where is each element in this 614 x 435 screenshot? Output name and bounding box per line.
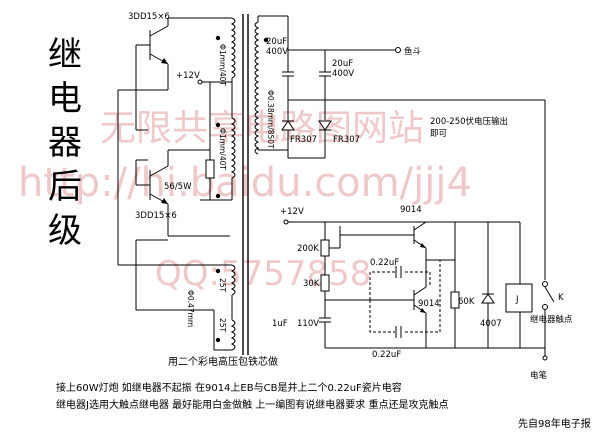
cap-1uf-label: 1uF bbox=[272, 319, 288, 329]
title-char-1: 继 bbox=[48, 35, 82, 75]
capacitor-right bbox=[319, 71, 331, 120]
title-char-2: 电 bbox=[48, 79, 82, 119]
capacitor-left bbox=[282, 71, 294, 120]
transformer-secondary bbox=[254, 21, 260, 155]
resistor-56 bbox=[205, 159, 215, 179]
fishbait-label: 鱼斗 bbox=[404, 46, 422, 57]
switch-k-label: K bbox=[558, 293, 564, 303]
note-line-1: 接上60W灯炮 如继电器不起振 在9014上EB与CB是并上二个0.22uF瓷片… bbox=[56, 381, 402, 394]
resistor-30k-label: 30K bbox=[303, 279, 320, 289]
transistor-bottom-label: 3DD15×6 bbox=[135, 211, 177, 221]
coil-feedback-bottom-label: 25T bbox=[218, 318, 227, 333]
source-note: 先自98年电子报 bbox=[518, 417, 591, 430]
switch-k bbox=[544, 286, 555, 303]
output-note-1: 200-250伏电压输出 bbox=[430, 116, 508, 127]
transistor-9014-top bbox=[413, 221, 427, 249]
diode-4007 bbox=[481, 293, 495, 304]
page-title: 继 电 器 后 级 bbox=[48, 35, 82, 251]
cap-left-value: 20uF bbox=[266, 37, 287, 47]
title-char-3: 器 bbox=[48, 123, 82, 163]
coil-feedback-top-label: 25T bbox=[218, 278, 227, 293]
voltage-110-label: 110V bbox=[297, 319, 319, 329]
resistor-200k-label: 200K bbox=[297, 244, 319, 254]
cap-022-top-label: 0.22uF bbox=[370, 258, 399, 268]
coil-secondary-label: Φ0.38mm/850T bbox=[266, 90, 275, 149]
q-bottom-label: 9014 bbox=[418, 299, 440, 309]
relay-contact-label: 继电器触点 bbox=[530, 314, 573, 325]
core-note: 用二个彩电高压包铁芯做 bbox=[168, 355, 278, 368]
output-note-2: 即可 bbox=[430, 129, 448, 139]
coil-feedback-mid-label: Φ0.47mm bbox=[186, 290, 195, 327]
fishbait-terminal bbox=[395, 47, 401, 53]
diode-right-label: FR307 bbox=[333, 135, 360, 145]
power-transistor-top bbox=[136, 25, 169, 65]
diode-right bbox=[318, 120, 332, 158]
resistor-200k bbox=[320, 239, 330, 257]
diode-4007-label: 4007 bbox=[480, 319, 502, 329]
plus12-osc-label: +12V bbox=[280, 207, 304, 217]
pen-label: 电笔 bbox=[530, 370, 548, 381]
watermark-qq: QQ:5757858 bbox=[155, 254, 371, 294]
capacitor-1uf bbox=[319, 317, 331, 323]
transformer-primary bbox=[230, 17, 236, 351]
plus12-top-label: +12V bbox=[176, 71, 200, 81]
note-line-2: 继电器J选用大触点继电器 最好能用白金做触 上一编图有说继电器要求 重点还是攻克… bbox=[56, 398, 449, 411]
title-char-5: 级 bbox=[48, 211, 82, 251]
watermark-site: 无限共享电路图网站 bbox=[100, 108, 424, 149]
coil-primary-mid-label: Φ1mm/40T bbox=[218, 128, 227, 170]
cap-left-voltage: 400V bbox=[266, 47, 288, 57]
title-char-4: 后 bbox=[48, 167, 82, 207]
resistor-56-label: 56/5W bbox=[164, 182, 192, 192]
power-transistor-bottom bbox=[136, 165, 169, 205]
cap-022-bottom-label: 0.22uF bbox=[372, 350, 401, 360]
relay-j-label: J bbox=[515, 295, 519, 305]
coil-primary-top-label: Φ1mm/40T bbox=[218, 44, 227, 86]
resistor-30k bbox=[320, 274, 330, 292]
diode-left-label: FR307 bbox=[290, 135, 317, 145]
relay-j bbox=[505, 283, 533, 313]
transistor-top-label: 3DD15×6 bbox=[128, 12, 170, 22]
diode-left bbox=[281, 120, 295, 158]
cap-right-voltage: 400V bbox=[332, 69, 354, 79]
cap-right-value: 20uF bbox=[332, 59, 353, 69]
q-top-label: 9014 bbox=[400, 205, 422, 215]
resistor-60k-label: 60K bbox=[458, 297, 475, 307]
watermark-url: http://hi.baidu.com/jjj4 bbox=[18, 160, 472, 206]
